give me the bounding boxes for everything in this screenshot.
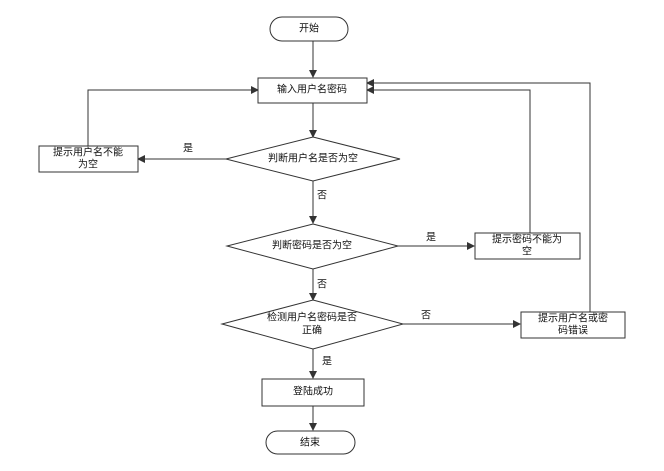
hint-wrong-line1: 提示用户名或密 xyxy=(538,312,608,325)
end-label: 结束 xyxy=(300,436,320,449)
edge-label-no-pwd-empty: 否 xyxy=(317,279,327,291)
check-user-empty-node: 判断用户名是否为空 xyxy=(225,136,401,182)
edge-hint-wrong-back xyxy=(366,79,591,312)
check-correct-node: 检测用户名密码是否 正确 xyxy=(220,299,405,350)
edge-label-yes-correct: 是 xyxy=(322,356,332,368)
input-label: 输入用户名密码 xyxy=(277,83,347,96)
hint-pwd-empty-line2: 空 xyxy=(522,245,532,258)
hint-user-empty-line1: 提示用户名不能 xyxy=(53,146,123,159)
success-node: 登陆成功 xyxy=(261,378,365,407)
check-pwd-empty-node: 判断密码是否为空 xyxy=(225,223,400,270)
hint-user-empty-node: 提示用户名不能 为空 xyxy=(38,145,139,173)
edge-label-no-user-empty: 否 xyxy=(317,190,327,202)
hint-user-empty-line2: 为空 xyxy=(78,158,98,171)
connectors xyxy=(87,41,591,431)
edge-hint-user-back xyxy=(87,86,259,146)
hint-wrong-node: 提示用户名或密 码错误 xyxy=(520,311,626,339)
edge-label-no-correct: 否 xyxy=(421,310,431,322)
hint-pwd-empty-node: 提示密码不能为 空 xyxy=(474,232,581,260)
check-user-empty-label: 判断用户名是否为空 xyxy=(268,152,358,165)
start-label: 开始 xyxy=(299,22,319,35)
hint-pwd-empty-line1: 提示密码不能为 xyxy=(492,233,562,246)
end-node: 结束 xyxy=(265,430,356,455)
input-node: 输入用户名密码 xyxy=(257,77,368,104)
start-node: 开始 xyxy=(269,16,349,42)
hint-wrong-line2: 码错误 xyxy=(558,324,588,337)
check-correct-line1: 检测用户名密码是否 xyxy=(267,311,357,324)
check-correct-line2: 正确 xyxy=(302,324,322,337)
edge-label-yes-user-empty: 是 xyxy=(183,143,193,155)
success-label: 登陆成功 xyxy=(293,385,333,398)
edge-hint-pwd-back xyxy=(366,86,531,233)
check-pwd-empty-label: 判断密码是否为空 xyxy=(272,239,352,252)
edge-label-yes-pwd-empty: 是 xyxy=(426,232,436,244)
